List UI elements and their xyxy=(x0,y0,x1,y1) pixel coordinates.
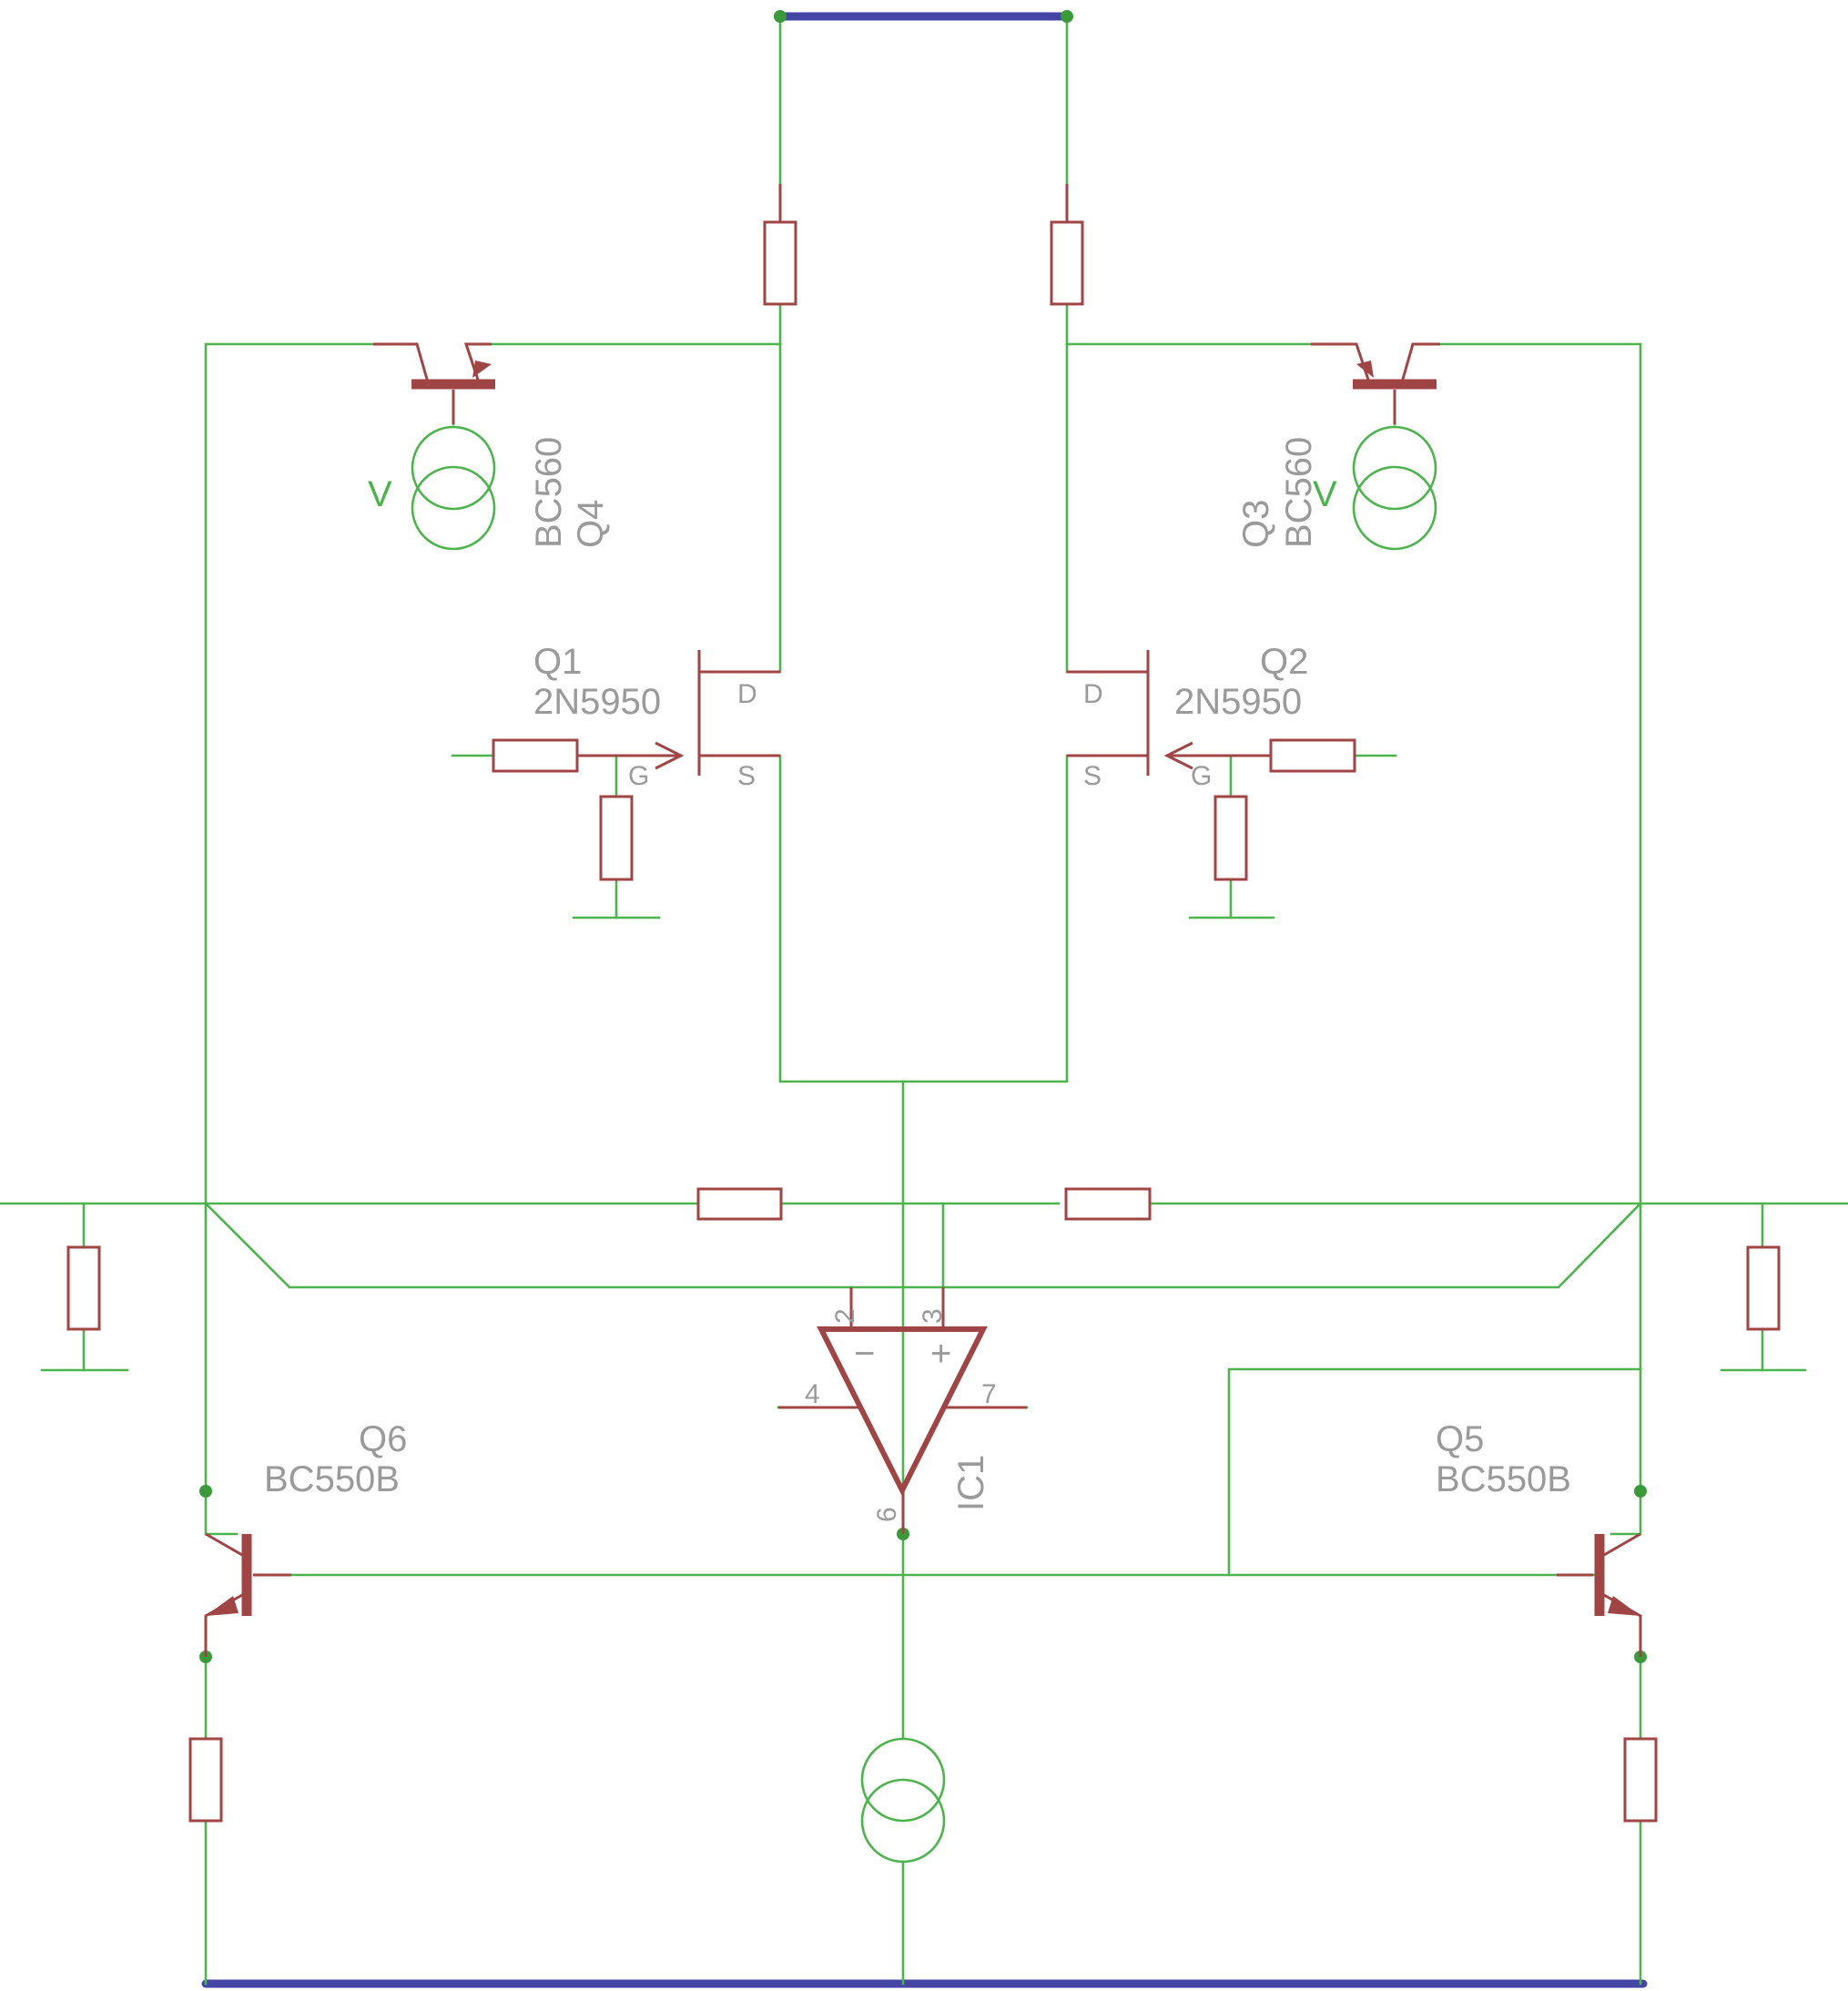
emitter-resistor-q6 xyxy=(188,1737,223,1823)
shunt-resistor-right xyxy=(1746,1245,1781,1331)
ic1-pin6: 6 xyxy=(872,1507,902,1522)
q3-value-label: BC560 xyxy=(1279,437,1319,548)
q4-source-v-label: V xyxy=(368,474,392,514)
q1-pin-g: G xyxy=(628,761,649,791)
gate-series-resistor-q2 xyxy=(1269,738,1356,773)
q6-name-label: Q6 xyxy=(359,1419,407,1459)
ic1-pin7: 7 xyxy=(981,1379,997,1409)
ic1-name-label: IC1 xyxy=(951,1455,991,1511)
resistors xyxy=(66,184,1781,1823)
feedback-resistor-left xyxy=(696,1187,783,1221)
q1-name-label: Q1 xyxy=(533,642,582,682)
ic1-minus: − xyxy=(854,1334,875,1374)
q3-source-v-label: V xyxy=(1313,474,1337,514)
q1-pin-s: S xyxy=(737,761,756,791)
q5-name-label: Q5 xyxy=(1436,1419,1484,1459)
q1-value-label: 2N5950 xyxy=(533,682,661,722)
current-source-tail xyxy=(860,1737,946,1864)
jfet-q1 xyxy=(577,650,780,776)
emitter-resistor-q5 xyxy=(1623,1737,1658,1823)
transistor-q5 xyxy=(1557,1532,1642,1657)
labels: BC560 Q4 V Q3 BC560 V Q1 2N5950 D S G Q2… xyxy=(264,437,1571,1522)
transistor-q3 xyxy=(1311,342,1440,424)
q2-name-label: Q2 xyxy=(1260,642,1308,682)
q3-name-label: Q3 xyxy=(1236,500,1276,548)
q2-pin-d: D xyxy=(1083,679,1103,709)
gate-ground-resistor-q1 xyxy=(599,795,634,881)
q2-value-label: 2N5950 xyxy=(1174,682,1302,722)
opamp-ic1 xyxy=(778,1287,1027,1534)
current-source-q3 xyxy=(1352,425,1437,551)
q4-name-label: Q4 xyxy=(571,500,611,548)
q4-value-label: BC560 xyxy=(529,437,569,548)
transistor-q4 xyxy=(373,342,495,424)
current-source-q4 xyxy=(411,425,496,551)
gate-series-resistor-q1 xyxy=(492,738,579,773)
q6-value-label: BC550B xyxy=(264,1459,400,1499)
q1-pin-d: D xyxy=(737,679,757,709)
junctions xyxy=(199,10,1647,1663)
ic1-pin2: 2 xyxy=(830,1308,860,1324)
ic1-pin4: 4 xyxy=(805,1379,820,1409)
q5-value-label: BC550B xyxy=(1436,1459,1571,1499)
q2-pin-s: S xyxy=(1083,761,1102,791)
gate-ground-resistor-q2 xyxy=(1213,795,1248,881)
drain-resistor-left xyxy=(763,220,797,306)
shunt-resistor-left xyxy=(66,1245,101,1331)
ic1-pin3: 3 xyxy=(918,1308,948,1324)
ic1-plus: + xyxy=(930,1334,951,1374)
wires xyxy=(0,15,1848,1986)
q2-pin-g: G xyxy=(1191,761,1212,791)
transistor-q6 xyxy=(204,1532,291,1657)
drain-resistor-right xyxy=(1050,220,1084,306)
jfet-q2 xyxy=(1067,650,1271,776)
feedback-resistor-right xyxy=(1064,1187,1152,1221)
